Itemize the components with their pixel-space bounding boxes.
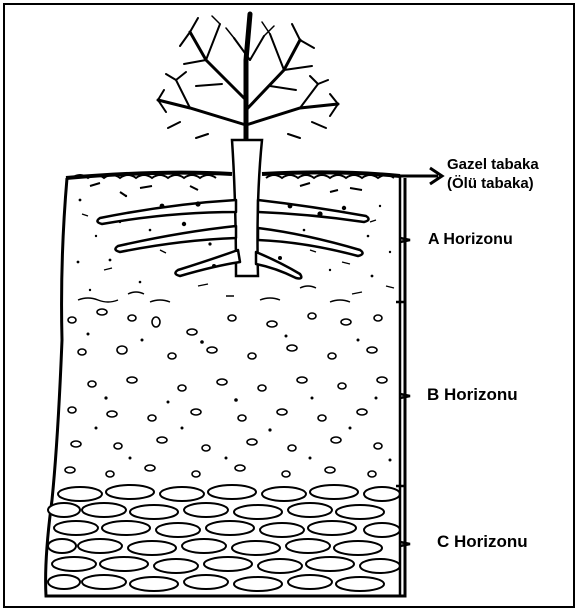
horizon-a-label: A Horizonu	[428, 231, 513, 249]
tree-crown	[158, 14, 338, 140]
tree-roots	[97, 200, 368, 279]
horizon-c-label: C Horizonu	[437, 532, 528, 552]
litter-label: Gazel tabaka (Ölü tabaka)	[447, 155, 539, 193]
horizon-b-label: B Horizonu	[427, 385, 518, 405]
b-horizon-dots	[87, 333, 392, 462]
b-horizon-texture	[65, 309, 387, 477]
litter-label-line2: (Ölü tabaka)	[447, 174, 539, 193]
litter-label-line1: Gazel tabaka	[447, 155, 539, 174]
c-horizon-stones	[48, 485, 400, 591]
